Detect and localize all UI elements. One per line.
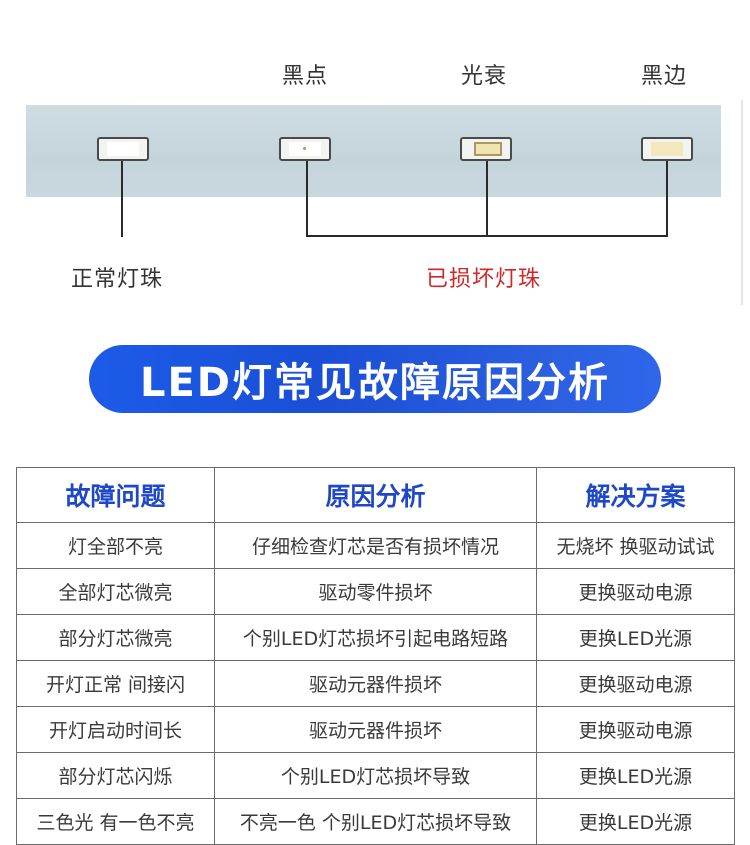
cell-cause: 驱动元器件损坏 (214, 660, 537, 707)
label-normal-bead: 正常灯珠 (71, 267, 164, 292)
table-row: 灯全部不亮 仔细检查灯芯是否有损坏情况 无烧坏 换驱动试试 (16, 522, 735, 569)
pointer-line-black-spot (306, 161, 308, 237)
cell-problem: 全部灯芯微亮 (16, 568, 215, 615)
cell-solution: 无烧坏 换驱动试试 (536, 522, 735, 569)
header-solution: 解决方案 (536, 467, 735, 523)
pointer-line-normal (121, 161, 123, 237)
cell-problem: 三色光 有一色不亮 (16, 798, 215, 845)
normal-led-chip (97, 137, 149, 161)
section-title: LED灯常见故障原因分析 (139, 360, 610, 406)
cell-problem: 灯全部不亮 (16, 522, 215, 569)
cell-problem: 开灯正常 间接闪 (16, 660, 215, 707)
cell-cause: 仔细检查灯芯是否有损坏情况 (214, 522, 537, 569)
table-header-row: 故障问题 原因分析 解决方案 (16, 467, 735, 523)
pointer-line-join (306, 235, 668, 237)
cell-problem: 部分灯芯闪烁 (16, 752, 215, 799)
cell-cause: 不亮一色 个别LED灯芯损坏导致 (214, 798, 537, 845)
label-light-decay: 光衰 (461, 64, 508, 89)
led-diagram: 黑点 光衰 黑边 正常灯珠 已损坏灯珠 (0, 0, 750, 320)
header-cause: 原因分析 (214, 467, 537, 523)
table-row: 全部灯芯微亮 驱动零件损坏 更换驱动电源 (16, 568, 735, 615)
cell-solution: 更换LED光源 (536, 614, 735, 661)
cell-cause: 驱动元器件损坏 (214, 706, 537, 753)
cell-cause: 个别LED灯芯损坏导致 (214, 752, 537, 799)
table-row: 开灯正常 间接闪 驱动元器件损坏 更换驱动电源 (16, 660, 735, 707)
table-row: 开灯启动时间长 驱动元器件损坏 更换驱动电源 (16, 706, 735, 753)
pointer-line-black-edge (666, 161, 668, 237)
fault-analysis-table: 故障问题 原因分析 解决方案 灯全部不亮 仔细检查灯芯是否有损坏情况 无烧坏 换… (16, 467, 735, 845)
pointer-line-light-decay (486, 161, 488, 237)
section-title-banner: LED灯常见故障原因分析 (89, 345, 661, 413)
label-black-spot: 黑点 (282, 64, 329, 89)
label-damaged-bead: 已损坏灯珠 (426, 267, 542, 292)
cell-problem: 开灯启动时间长 (16, 706, 215, 753)
header-problem: 故障问题 (16, 467, 215, 523)
cell-cause: 个别LED灯芯损坏引起电路短路 (214, 614, 537, 661)
cell-solution: 更换驱动电源 (536, 568, 735, 615)
cell-solution: 更换驱动电源 (536, 706, 735, 753)
light-decay-led-chip (460, 137, 512, 161)
cell-solution: 更换驱动电源 (536, 660, 735, 707)
cell-solution: 更换LED光源 (536, 798, 735, 845)
black-edge-led-chip (641, 137, 693, 161)
black-spot-led-chip (279, 137, 331, 161)
cell-solution: 更换LED光源 (536, 752, 735, 799)
divider (741, 100, 743, 305)
table-row: 部分灯芯闪烁 个别LED灯芯损坏导致 更换LED光源 (16, 752, 735, 799)
label-black-edge: 黑边 (641, 64, 688, 89)
cell-cause: 驱动零件损坏 (214, 568, 537, 615)
cell-problem: 部分灯芯微亮 (16, 614, 215, 661)
table-row: 部分灯芯微亮 个别LED灯芯损坏引起电路短路 更换LED光源 (16, 614, 735, 661)
table-row: 三色光 有一色不亮 不亮一色 个别LED灯芯损坏导致 更换LED光源 (16, 798, 735, 845)
